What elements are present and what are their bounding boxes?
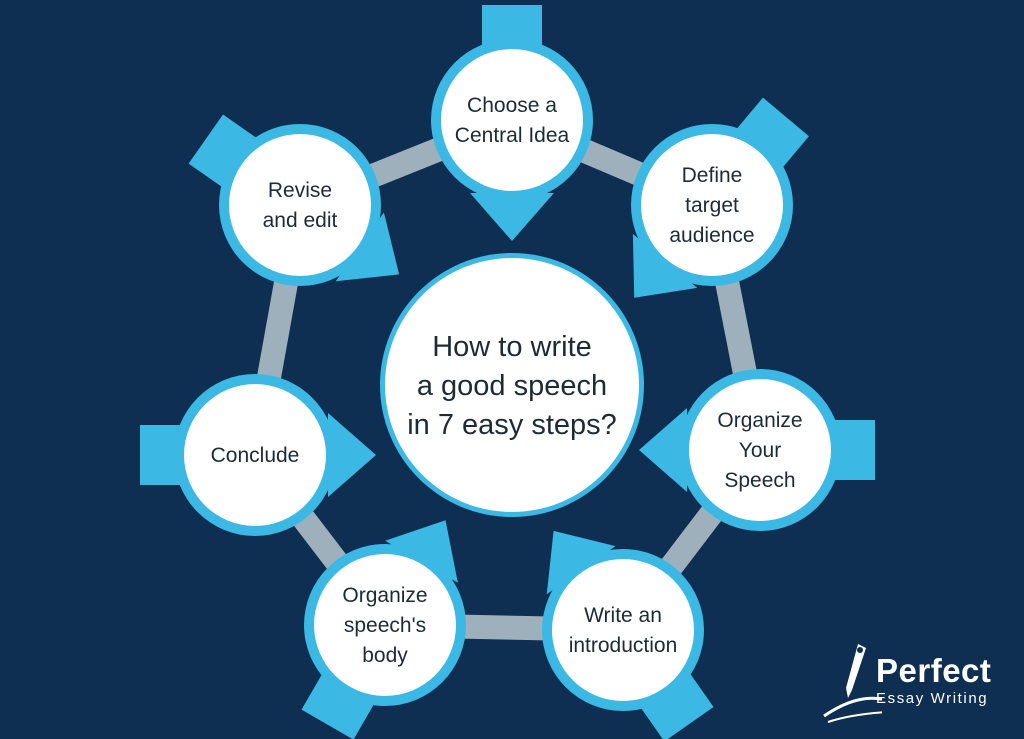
logo-tagline: Essay Writing: [876, 690, 989, 707]
arrow-tail: [835, 420, 875, 480]
arrow-head: [470, 193, 554, 241]
step-arrow: [639, 408, 875, 492]
arrow-tail: [140, 425, 180, 485]
step-circle: [552, 559, 694, 701]
step-circle: [314, 554, 456, 696]
arrow-head: [639, 408, 687, 492]
arrow-tail: [482, 5, 542, 45]
pen-icon: [823, 644, 882, 723]
arrow-tail: [641, 674, 714, 739]
step-circle: [641, 134, 783, 276]
step-circle: [441, 49, 583, 191]
step-arrow: [140, 413, 376, 497]
arrow-tail: [188, 114, 256, 187]
step-circle: [689, 379, 831, 521]
step-label: Conclude: [211, 444, 300, 467]
logo-brand-text: Perfect: [876, 652, 992, 689]
brand-logo: Perfect Essay Writing: [822, 642, 1012, 728]
step-circle: [229, 134, 371, 276]
step-circle: [184, 384, 326, 526]
arrow-tail: [737, 97, 809, 167]
step-arrow: [470, 5, 554, 241]
center-circle: [385, 258, 639, 512]
step-node: Conclude: [174, 374, 336, 536]
arrow-tail: [301, 674, 374, 739]
arrow-head: [328, 413, 376, 497]
